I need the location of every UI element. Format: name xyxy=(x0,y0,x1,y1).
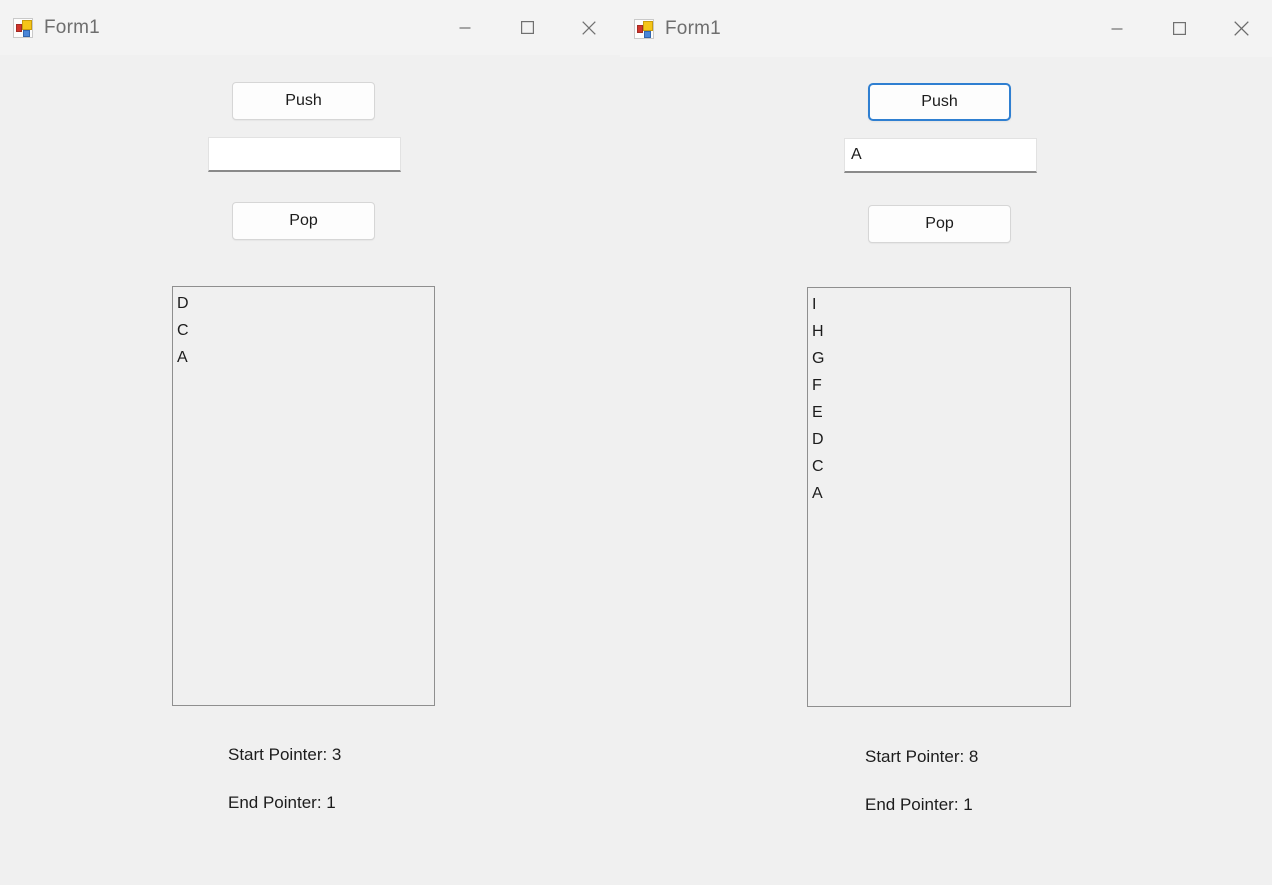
minimize-icon[interactable] xyxy=(1086,9,1148,49)
titlebar-right[interactable]: Form1 xyxy=(620,0,1272,57)
icon-square-blue xyxy=(23,29,30,37)
window-title: Form1 xyxy=(44,16,100,38)
maximize-icon[interactable] xyxy=(1148,9,1210,49)
icon-square-yellow xyxy=(22,19,32,30)
pop-button[interactable]: Pop xyxy=(868,205,1011,243)
icon-square-yellow xyxy=(643,20,653,31)
value-input[interactable] xyxy=(844,138,1037,173)
window-title: Form1 xyxy=(665,17,721,39)
list-item[interactable]: D xyxy=(177,295,189,312)
caption-buttons-right xyxy=(1086,0,1272,57)
close-icon[interactable] xyxy=(558,8,620,48)
start-pointer-label: Start Pointer: 3 xyxy=(228,745,342,764)
list-item[interactable]: A xyxy=(812,485,823,502)
end-pointer-label: End Pointer: 1 xyxy=(228,793,336,812)
icon-square-blue xyxy=(644,30,651,38)
icon-square-red xyxy=(637,24,643,33)
list-item[interactable]: D xyxy=(812,431,824,448)
start-pointer-label: Start Pointer: 8 xyxy=(865,747,979,766)
end-pointer-label: End Pointer: 1 xyxy=(865,795,973,814)
titlebar-left[interactable]: Form1 xyxy=(0,0,620,55)
list-item[interactable]: H xyxy=(812,323,824,340)
list-item[interactable]: I xyxy=(812,296,817,313)
push-button[interactable]: Push xyxy=(232,82,375,120)
icon-square-red xyxy=(16,23,22,32)
list-item[interactable]: A xyxy=(177,349,188,366)
list-item[interactable]: C xyxy=(812,458,824,475)
list-item[interactable]: E xyxy=(812,404,823,421)
winforms-app-icon xyxy=(634,18,654,39)
close-icon[interactable] xyxy=(1210,9,1272,49)
list-item[interactable]: C xyxy=(177,322,189,339)
push-button[interactable]: Push xyxy=(868,83,1011,121)
minimize-icon[interactable] xyxy=(434,8,496,48)
winforms-app-icon xyxy=(13,17,33,38)
caption-buttons-left xyxy=(434,0,620,55)
pop-button[interactable]: Pop xyxy=(232,202,375,240)
list-item[interactable]: G xyxy=(812,350,825,367)
value-input[interactable] xyxy=(208,137,401,172)
list-item[interactable]: F xyxy=(812,377,822,394)
maximize-icon[interactable] xyxy=(496,8,558,48)
